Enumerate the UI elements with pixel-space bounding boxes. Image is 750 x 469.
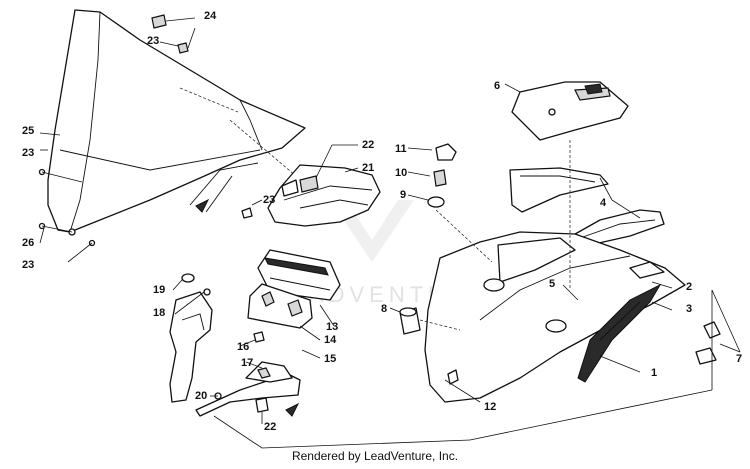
direction-arrow-icon xyxy=(195,198,210,213)
callout-labels: 1 2 3 4 5 6 7 8 9 10 11 12 13 14 15 16 1… xyxy=(22,10,742,433)
mounting-brackets xyxy=(169,273,471,449)
ignition-switch xyxy=(407,143,493,263)
callout-17: 17 xyxy=(241,357,253,369)
callout-6: 6 xyxy=(494,80,500,92)
callout-14: 14 xyxy=(324,334,337,346)
windshield-hardware xyxy=(38,14,297,263)
side-trim-panels xyxy=(509,167,665,247)
callout-19: 19 xyxy=(153,284,165,296)
callout-21: 21 xyxy=(362,162,374,174)
hood xyxy=(424,140,686,403)
callout-8: 8 xyxy=(381,303,387,315)
upper-trim-panel xyxy=(504,81,629,141)
render-credit: Rendered by LeadVenture, Inc. xyxy=(291,449,459,463)
callout-13: 13 xyxy=(326,321,338,333)
callout-4: 4 xyxy=(600,197,607,209)
callout-16: 16 xyxy=(237,341,249,353)
windshield xyxy=(47,9,306,236)
callout-25: 25 xyxy=(22,125,34,137)
callout-18: 18 xyxy=(153,307,165,319)
accessory-plug xyxy=(389,307,461,335)
callout-15: 15 xyxy=(324,353,336,365)
callout-12: 12 xyxy=(484,401,496,413)
callout-23-left: 23 xyxy=(22,147,34,159)
callout-23-center: 23 xyxy=(263,194,275,206)
callout-23-bottom: 23 xyxy=(22,259,34,271)
callout-9: 9 xyxy=(400,189,406,201)
callout-22-bracket: 22 xyxy=(264,421,276,433)
callout-1: 1 xyxy=(651,367,657,379)
callout-11: 11 xyxy=(395,143,407,155)
callout-23-top: 23 xyxy=(147,35,159,47)
callout-20: 20 xyxy=(195,390,207,402)
callout-26: 26 xyxy=(22,237,34,249)
callout-2: 2 xyxy=(686,281,692,293)
grip-switch xyxy=(469,289,741,441)
headlight-assembly xyxy=(267,144,381,227)
callout-3: 3 xyxy=(686,303,692,315)
instrument-gauge xyxy=(239,249,341,359)
callout-22-headlight: 22 xyxy=(362,139,374,151)
callout-10: 10 xyxy=(395,167,407,179)
callout-24: 24 xyxy=(204,10,217,22)
callout-5: 5 xyxy=(549,278,555,290)
direction-arrow-icon xyxy=(285,402,300,417)
callout-7: 7 xyxy=(736,353,742,365)
